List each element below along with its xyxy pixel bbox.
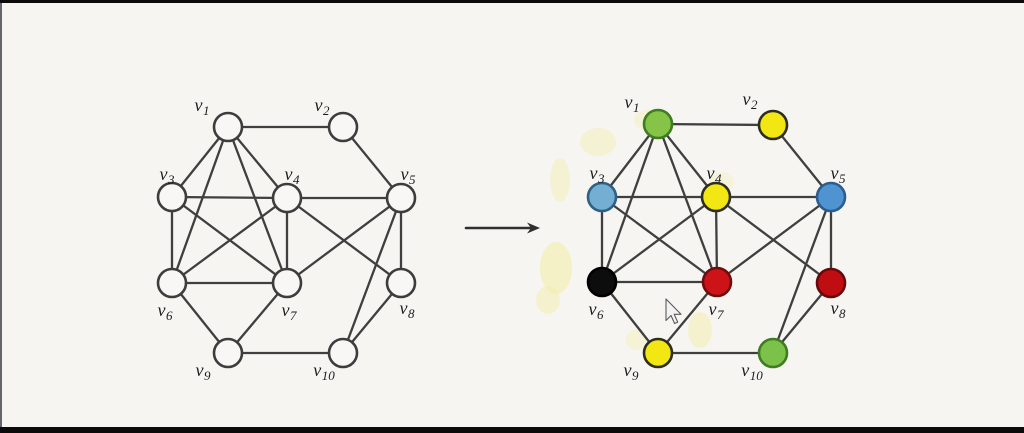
right-graph-edge-v1-v2 <box>656 122 775 127</box>
right-graph-node-v1-green <box>642 108 674 140</box>
left-graph-node-v2 <box>327 111 359 143</box>
top-letterbox-bar <box>0 0 1024 3</box>
left-graph-label-v1: v1 <box>195 95 210 118</box>
mouse-cursor <box>665 298 682 325</box>
left-graph-label-v5: v5 <box>401 164 417 187</box>
right-graph-label-v2: v2 <box>743 89 759 112</box>
right-graph-edge-v1-v3 <box>600 122 660 199</box>
right-graph-label-v8: v8 <box>831 298 847 321</box>
right-graph-edge-v2-v5 <box>771 123 833 199</box>
left-graph-edge-v5-v7 <box>285 196 403 285</box>
watermark-blob <box>688 312 712 348</box>
right-graph-label-v9: v9 <box>624 360 640 383</box>
right-graph-edge-v7-v9 <box>656 280 719 355</box>
left-graph: v1 v2 v3 v4 v5 v6 v7 v8 v9 v10 <box>156 95 417 383</box>
left-graph-label-v3: v3 <box>160 164 176 187</box>
right-graph-node-v6-black <box>586 266 618 298</box>
left-graph-label-v10: v10 <box>313 360 335 383</box>
watermark-blob <box>540 242 572 294</box>
right-graph-edge-v1-v6 <box>600 122 660 284</box>
right-graph-node-v4-yellow <box>700 181 732 213</box>
left-edge-line <box>0 3 2 427</box>
right-graph-label-v3: v3 <box>590 163 606 186</box>
arrow-head <box>527 222 540 234</box>
left-graph-edge-v4-v6 <box>170 196 289 285</box>
right-graph-node-v5-blue <box>815 181 847 213</box>
right-graph-node-v7-red <box>701 266 733 298</box>
left-graph-node-v6 <box>156 267 188 299</box>
right-graph-edge-v1-v7 <box>656 122 719 284</box>
right-graph-node-v10-green <box>757 337 789 369</box>
right-graph-label-v7: v7 <box>709 299 725 322</box>
left-graph-node-v7 <box>271 267 303 299</box>
right-graph-edge-v5-v7 <box>715 195 833 284</box>
right-graph-node-v2-yellow <box>757 109 789 141</box>
watermark-blobs <box>536 110 734 350</box>
left-graph-label-v8: v8 <box>400 298 416 321</box>
right-graph: v1 v2 v3 v4 v5 v6 v7 v8 v9 v10 <box>586 89 847 383</box>
left-graph-label-v7: v7 <box>282 300 298 323</box>
left-graph-node-v9 <box>212 337 244 369</box>
left-graph-node-v1 <box>212 111 244 143</box>
right-graph-edge-v5-v10 <box>771 195 833 355</box>
right-graph-node-v9-yellow <box>642 337 674 369</box>
arrow-icon <box>464 222 540 234</box>
left-graph-label-v6: v6 <box>158 300 174 323</box>
left-graph-node-v10 <box>327 337 359 369</box>
left-graph-node-v8 <box>385 267 417 299</box>
bottom-letterbox-bar <box>0 427 1024 433</box>
left-graph-node-v4 <box>271 182 303 214</box>
right-graph-node-v3-light-blue <box>586 181 618 213</box>
left-graph-edge-v5-v10 <box>341 196 403 355</box>
watermark-blob <box>626 330 646 350</box>
left-graph-label-v2: v2 <box>315 95 331 118</box>
left-graph-node-v5 <box>385 182 417 214</box>
right-graph-node-v8-dark-red <box>815 267 847 299</box>
watermark-blob <box>536 286 560 314</box>
watermark-blob <box>580 128 616 156</box>
left-graph-edge-v1-v6 <box>170 125 230 285</box>
left-graph-node-v3 <box>156 181 188 213</box>
right-graph-label-v5: v5 <box>831 163 847 186</box>
watermark-blob <box>550 158 570 202</box>
left-graph-edge-v1-v7 <box>226 125 289 285</box>
left-graph-edge-v1-v4 <box>226 125 289 200</box>
left-graph-edge-v3-v4 <box>170 195 289 200</box>
left-graph-label-v9: v9 <box>196 360 212 383</box>
right-graph-edge-v4-v6 <box>600 195 718 284</box>
right-graph-label-v10: v10 <box>741 360 763 383</box>
left-graph-label-v4: v4 <box>285 164 301 187</box>
right-graph-edge-v1-v4 <box>656 122 718 199</box>
right-graph-label-v6: v6 <box>589 299 605 322</box>
right-graph-label-v1: v1 <box>625 92 640 115</box>
right-graph-label-v4: v4 <box>707 163 723 186</box>
